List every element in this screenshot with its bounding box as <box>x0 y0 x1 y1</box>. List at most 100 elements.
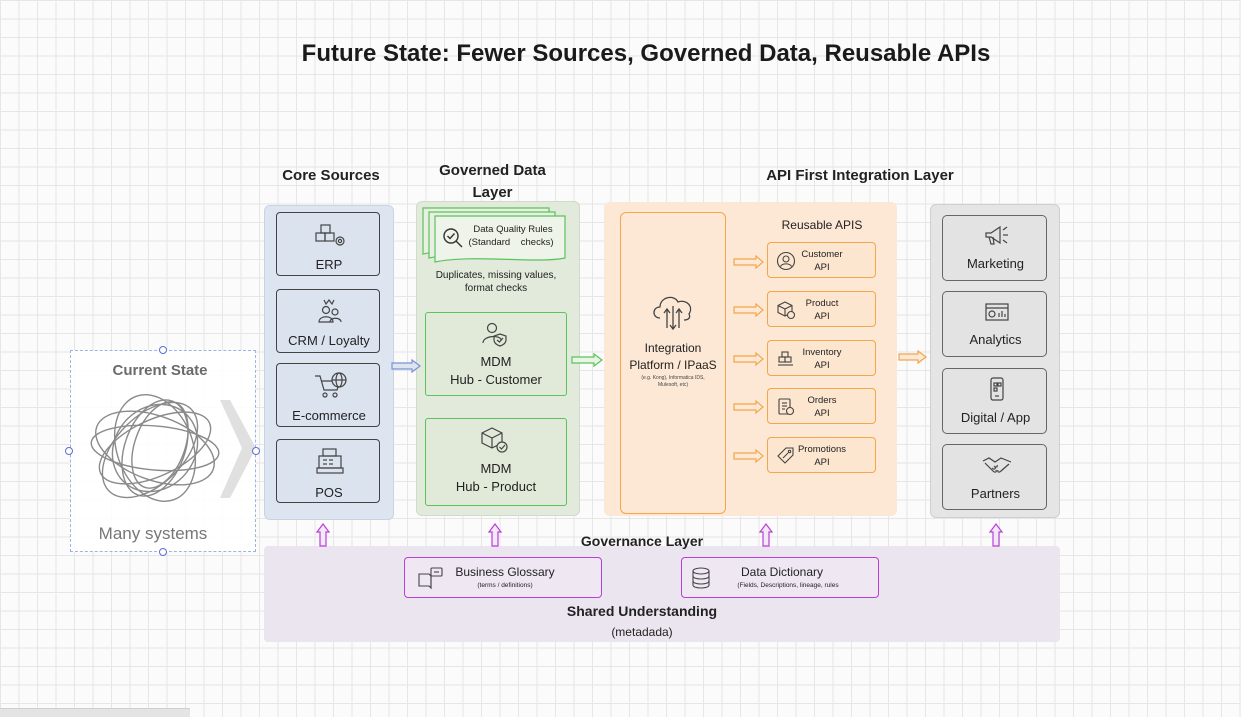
integration-sub-1: (e.g. Kong), Informatica IDS, <box>641 375 705 381</box>
arrow-to-customer-api <box>733 254 764 270</box>
arrow-to-orders-api <box>733 399 764 415</box>
bottom-toolbar[interactable] <box>0 708 190 717</box>
analytics-label: Analytics <box>969 332 1022 347</box>
resize-handle-right[interactable] <box>252 447 260 455</box>
erp-label: ERP <box>315 257 343 272</box>
ecommerce-icon <box>315 372 347 398</box>
arrow-core-to-governed <box>391 358 421 374</box>
product-api-box[interactable]: Product API <box>767 291 876 327</box>
api-layer-header: API First Integration Layer <box>766 167 954 184</box>
mdm-customer-line2: Hub - Customer <box>450 372 542 387</box>
arrow-governance-to-governed <box>487 523 503 547</box>
crm-icon <box>318 299 342 323</box>
product-api-line1: Product <box>805 298 839 309</box>
dq-description-2: format checks <box>464 283 528 294</box>
pos-box[interactable]: POS <box>276 439 380 503</box>
mdm-product-line2: Hub - Product <box>455 479 537 494</box>
inventory-api-line1: Inventory <box>802 347 842 358</box>
inventory-api-line2: API <box>814 360 830 371</box>
arrow-to-product-api <box>733 302 764 318</box>
mdm-customer-line1: MDM <box>480 354 512 369</box>
resize-handle-bottom[interactable] <box>159 548 167 556</box>
integration-title-1: Integration <box>644 341 702 355</box>
product-icon <box>777 301 796 320</box>
mobile-icon <box>990 377 1004 401</box>
arrow-governance-to-consumers <box>988 523 1004 547</box>
dictionary-subtitle: (Fields, Descriptions, lineage, rules <box>737 582 839 589</box>
user-shield-icon <box>482 322 507 347</box>
erp-box[interactable]: ERP <box>276 212 380 276</box>
product-api-line2: API <box>814 311 830 322</box>
dictionary-title: Data Dictionary <box>740 565 824 579</box>
integration-sub-2: Mulesoft, etc) <box>657 382 688 388</box>
arrow-governed-to-api <box>571 352 603 368</box>
business-glossary-box[interactable]: Business Glossary (terms / definitions) <box>404 557 602 598</box>
orders-api-line2: API <box>814 408 830 419</box>
governed-header-line1: Governed Data <box>439 162 546 179</box>
ecommerce-box[interactable]: E-commerce <box>276 363 380 427</box>
megaphone-icon <box>985 225 1008 245</box>
promotions-api-line2: API <box>814 457 830 468</box>
partners-box[interactable]: Partners <box>942 444 1047 510</box>
current-state-subtitle: Many systems <box>98 524 208 543</box>
digital-app-box[interactable]: Digital / App <box>942 368 1047 434</box>
inventory-icon <box>778 351 793 366</box>
arrow-to-inventory-api <box>733 351 764 367</box>
data-quality-stack <box>422 207 566 263</box>
pos-label: POS <box>315 485 343 500</box>
promotions-api-line1: Promotions <box>797 444 847 455</box>
resize-handle-top[interactable] <box>159 346 167 354</box>
orders-api-box[interactable]: Orders API <box>767 388 876 424</box>
integration-title-2: Platform / IPaaS <box>629 358 717 372</box>
shared-understanding-title: Shared Understanding <box>566 603 718 619</box>
inventory-api-box[interactable]: Inventory API <box>767 340 876 376</box>
magnifier-check-icon <box>443 228 463 248</box>
mdm-product-box[interactable]: MDM Hub - Product <box>425 418 567 506</box>
dq-description-1: Duplicates, missing values, <box>435 270 557 281</box>
reusable-apis-title: Reusable APIS <box>781 218 863 232</box>
orders-api-line1: Orders <box>807 395 837 406</box>
glossary-title: Business Glossary <box>455 565 555 579</box>
handshake-icon <box>982 457 1012 473</box>
integration-platform-box[interactable] <box>620 212 726 514</box>
analytics-box[interactable]: Analytics <box>942 291 1047 357</box>
customer-api-box[interactable]: Customer API <box>767 242 876 278</box>
digital-app-label: Digital / App <box>960 410 1031 425</box>
arrow-api-to-consumers <box>898 349 927 365</box>
current-state-title: Current State <box>112 362 208 379</box>
analytics-icon <box>985 303 1009 321</box>
erp-icon <box>315 224 345 246</box>
governed-header-line2: Layer <box>472 184 513 201</box>
marketing-box[interactable]: Marketing <box>942 215 1047 281</box>
book-icon <box>418 567 443 590</box>
glossary-subtitle: (terms / definitions) <box>477 582 533 589</box>
crm-label: CRM / Loyalty <box>288 333 370 348</box>
crm-box[interactable]: CRM / Loyalty <box>276 289 380 353</box>
box-check-icon <box>481 427 508 453</box>
governance-layer-title: Governance Layer <box>580 533 704 549</box>
promotions-api-box[interactable]: Promotions API <box>767 437 876 473</box>
customer-api-line2: API <box>814 262 830 273</box>
shared-understanding-subtitle: (metadada) <box>611 625 673 639</box>
arrow-governance-to-api <box>758 523 774 547</box>
governance-panel[interactable] <box>264 546 1060 642</box>
dq-subtitle: (Standard checks) <box>468 237 554 248</box>
database-icon <box>692 567 710 589</box>
customer-api-line1: Customer <box>801 249 843 260</box>
customer-icon <box>776 251 796 271</box>
pos-icon <box>316 448 344 474</box>
tangle-icon <box>90 394 256 502</box>
resize-handle-left[interactable] <box>65 447 73 455</box>
data-dictionary-box[interactable]: Data Dictionary (Fields, Descriptions, l… <box>681 557 879 598</box>
mdm-product-line1: MDM <box>480 461 512 476</box>
core-sources-header: Core Sources <box>282 167 380 184</box>
dq-title: Data Quality Rules <box>473 224 553 235</box>
cloud-sync-icon <box>653 296 692 331</box>
partners-label: Partners <box>970 486 1021 501</box>
marketing-label: Marketing <box>966 256 1025 271</box>
orders-icon <box>778 398 795 416</box>
ecommerce-label: E-commerce <box>292 408 366 423</box>
mdm-customer-box[interactable]: MDM Hub - Customer <box>425 312 567 396</box>
arrow-to-promotions-api <box>733 448 764 464</box>
